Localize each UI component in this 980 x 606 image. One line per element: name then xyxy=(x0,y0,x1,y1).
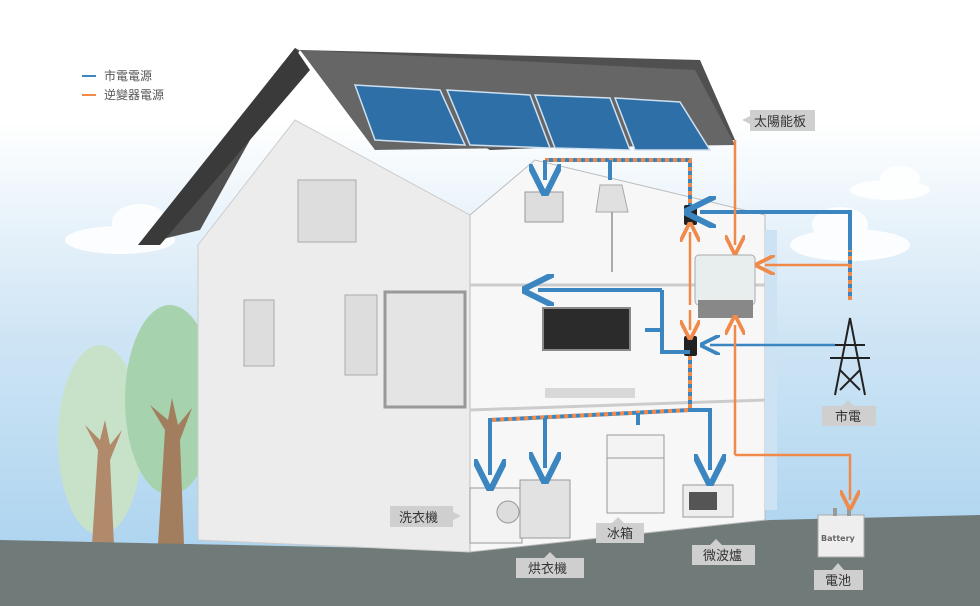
tv xyxy=(542,307,631,351)
callout-solar-panel: 太陽能板 xyxy=(742,110,815,131)
trees xyxy=(58,305,215,545)
legend-grid-power: 市電電源 xyxy=(104,68,152,83)
battery-print-label: Battery xyxy=(821,534,856,543)
svg-text:市電: 市電 xyxy=(835,409,861,425)
callout-battery: 電池 xyxy=(814,563,863,590)
solar-panels xyxy=(353,84,712,151)
svg-text:微波爐: 微波爐 xyxy=(703,549,742,564)
dryer xyxy=(519,479,571,539)
inverter xyxy=(694,254,756,306)
appliances xyxy=(469,184,756,544)
callout-washer: 洗衣機 xyxy=(390,506,461,527)
ground xyxy=(0,515,980,606)
fridge xyxy=(606,434,665,514)
callout-dryer: 烘衣機 xyxy=(516,552,584,578)
svg-text:洗衣機: 洗衣機 xyxy=(399,510,438,526)
power-lines xyxy=(490,140,850,500)
lamp xyxy=(595,184,629,213)
computer xyxy=(524,191,564,223)
callout-fridge: 冰箱 xyxy=(596,517,644,543)
callout-microwave: 微波爐 xyxy=(692,539,755,565)
callout-grid: 市電 xyxy=(822,400,876,426)
svg-text:烘衣機: 烘衣機 xyxy=(528,561,567,577)
svg-text:冰箱: 冰箱 xyxy=(607,526,633,542)
legend-inverter-power: 逆變器電源 xyxy=(104,87,164,102)
svg-text:電池: 電池 xyxy=(825,574,851,589)
battery-unit: Battery xyxy=(817,508,865,558)
outlet-upper xyxy=(684,205,697,225)
grid-tower xyxy=(830,317,870,396)
svg-text:太陽能板: 太陽能板 xyxy=(754,115,806,130)
tv-stand xyxy=(545,388,635,398)
legend: 市電電源 逆變器電源 xyxy=(82,68,164,102)
